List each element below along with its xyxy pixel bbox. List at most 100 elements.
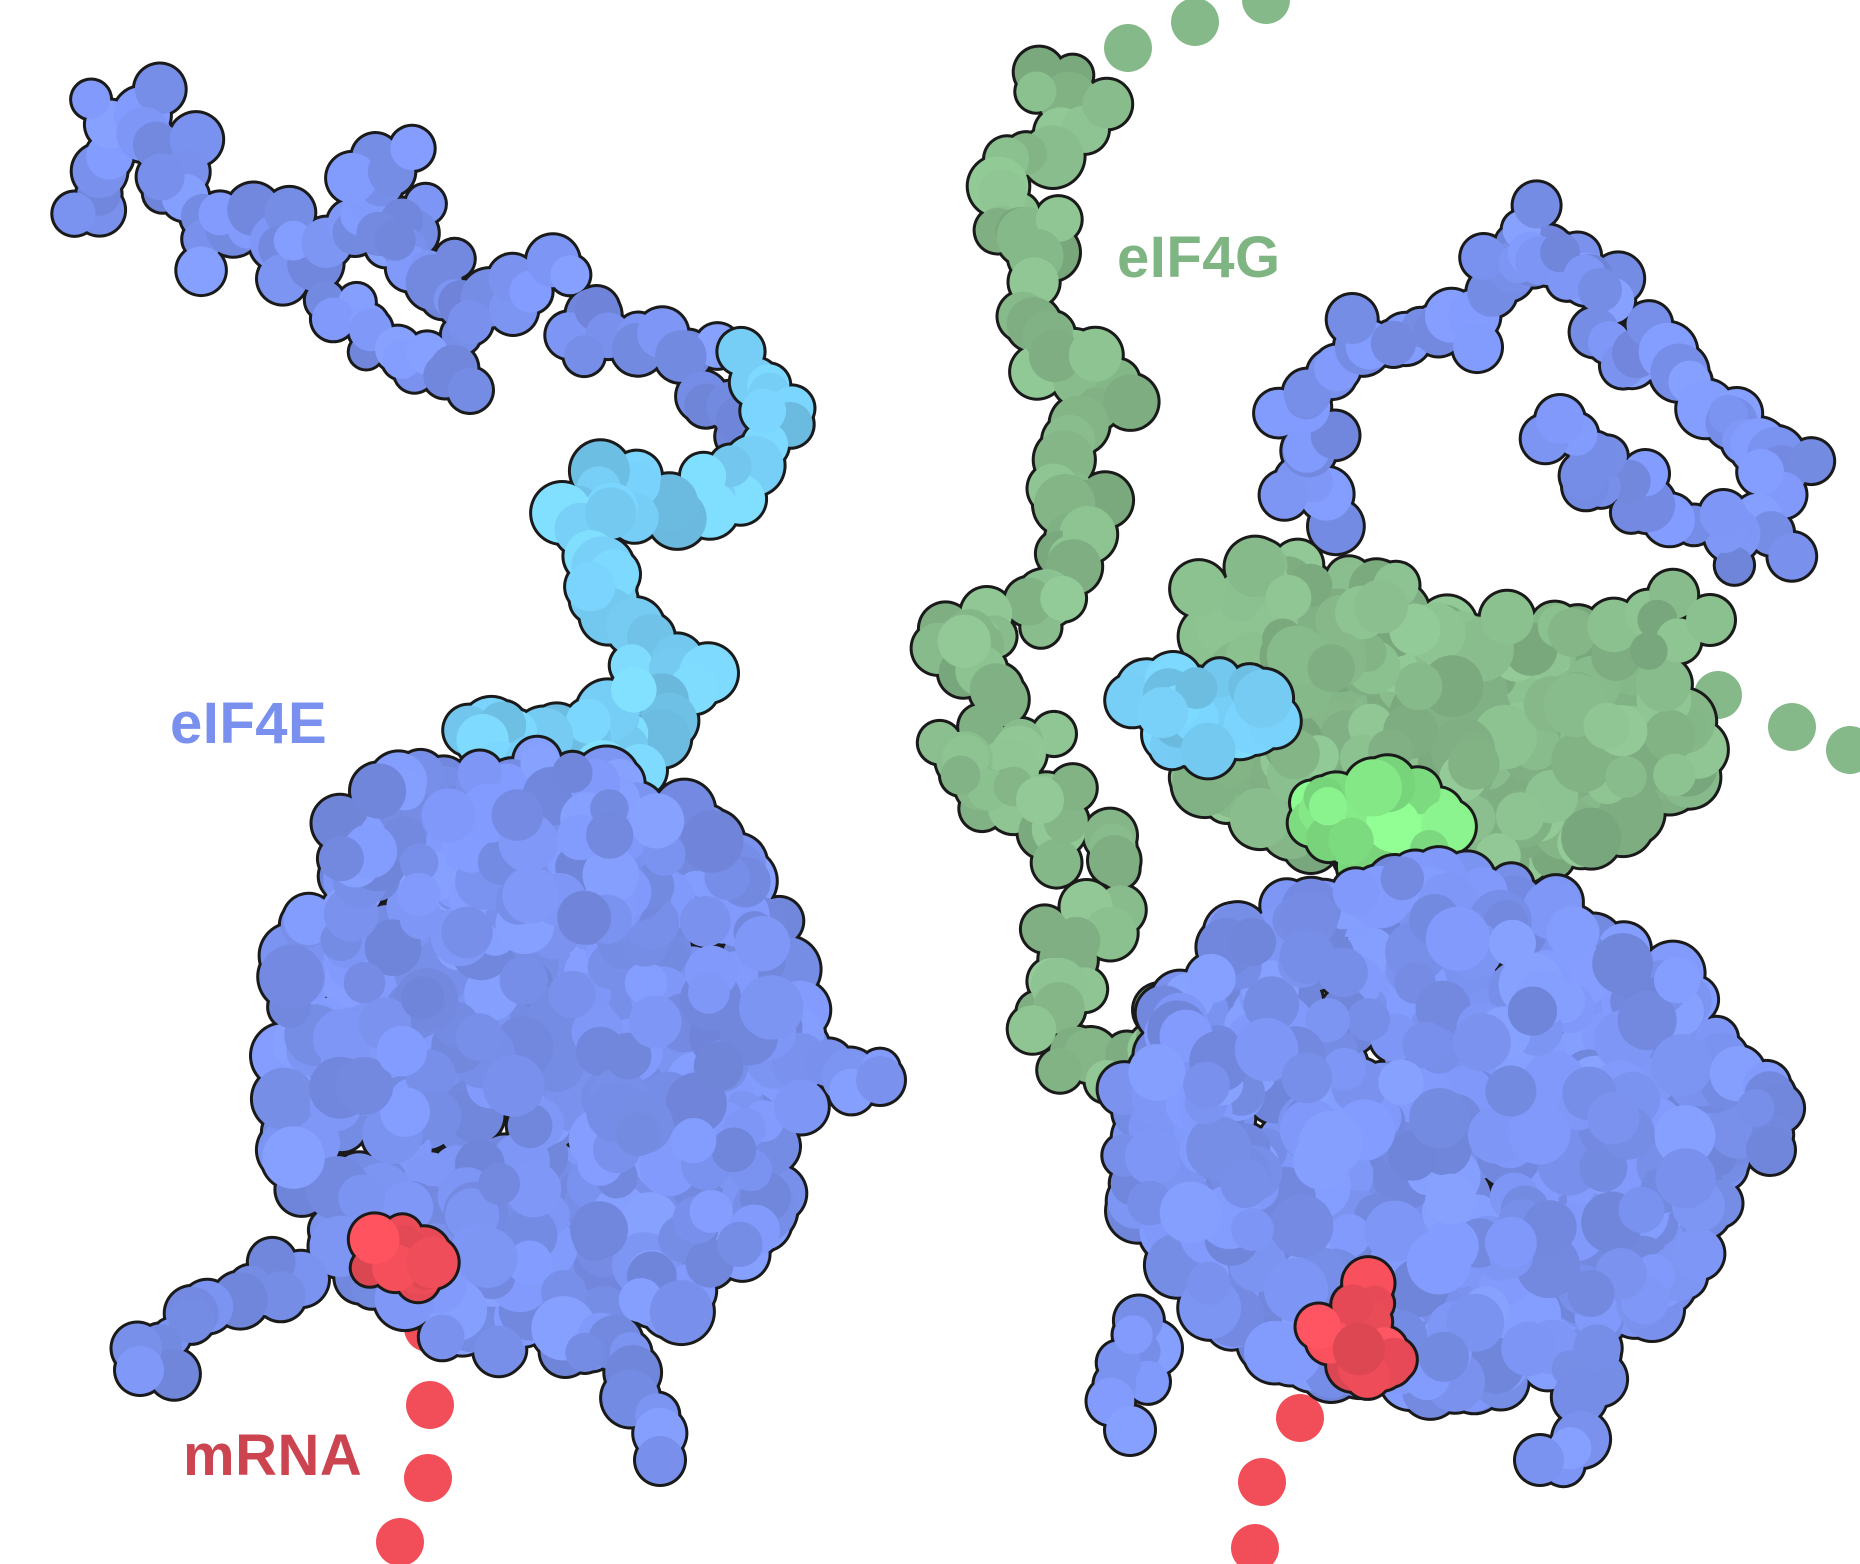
eif4e-atom-atom (1485, 1216, 1537, 1269)
eif4e-atom-atom (1587, 1092, 1640, 1145)
eif4e-atom-atom (1270, 1194, 1334, 1258)
eif4e-tail-atom (1453, 323, 1501, 372)
eif4e-atom-atom (1501, 1321, 1556, 1377)
eif4e-atom-atom (507, 1240, 553, 1286)
eif4e-atom-atom (557, 890, 612, 945)
eif4e-tail-atom (448, 368, 492, 412)
eif4e-binding-atom-atom (566, 698, 611, 744)
eif4e-atom-atom (283, 894, 334, 946)
eif4g-atom-atom (1448, 738, 1500, 790)
eif4g-chain-atom-atom (1068, 328, 1122, 382)
eif4e-binding-atom-atom (1233, 669, 1293, 728)
right-eif4e-tail (1252, 179, 1837, 587)
eif4e-binding-atom-atom (1175, 667, 1218, 710)
right-mrna-cap (1293, 1255, 1419, 1401)
eif4g-binding-segment (1285, 753, 1478, 898)
eif4e-atom-atom (1546, 906, 1600, 960)
mrna-cap-atom-atom (1332, 1284, 1374, 1326)
eif4g-residue (1242, 0, 1290, 24)
eif4e-atom-atom (419, 1314, 465, 1360)
eif4e-atom-atom (774, 1079, 828, 1134)
eif4e-atom-atom (1452, 1013, 1511, 1072)
eif4e-atom-atom (1322, 1047, 1366, 1091)
eif4e-atom-atom (1507, 986, 1558, 1036)
eif4e-atom-atom (1737, 1089, 1775, 1127)
mrna-nucleotide (376, 1518, 424, 1564)
eif4g-atom-atom (1583, 702, 1630, 750)
left-mrna-strand (376, 1304, 454, 1564)
mrna-nucleotide (1276, 1394, 1324, 1442)
eif4e-atom-atom (455, 1013, 504, 1061)
eif4e-atom-atom (624, 962, 668, 1005)
eif4e-atom-atom (615, 1112, 660, 1157)
eif4e-atom-atom (502, 866, 560, 924)
eif4e-atom-atom (1231, 1208, 1274, 1251)
eif4g-atom-atom (1636, 656, 1691, 712)
eif4e-atom-atom (565, 1332, 605, 1372)
eif4e-tail-atom (1768, 532, 1816, 580)
eif4e-atom-atom (1418, 1331, 1469, 1382)
eif4e-atom-atom (1106, 1406, 1154, 1454)
eif4e-atom-atom (259, 944, 324, 1010)
eif4e-atom-atom (1552, 1370, 1607, 1424)
eif4e-atom-atom (351, 763, 407, 819)
eif4g-label: eIF4G (1117, 225, 1281, 290)
eif4g-chain-atom-atom (1089, 835, 1140, 886)
eif4e-tail-atom (1738, 449, 1784, 495)
eif4e-tail-atom (134, 64, 185, 115)
eif4e-tail-atom (1611, 493, 1651, 532)
eif4e-atom-atom (1298, 1110, 1364, 1176)
eif4e-atom-atom (1423, 1218, 1479, 1274)
eif4e-atom-atom (1485, 1065, 1537, 1117)
eif4e-binding-atom-atom (1137, 687, 1189, 738)
eif4e-atom-atom (380, 1087, 430, 1137)
eif4e-tail-atom (1327, 295, 1377, 344)
eif4e-atom-atom (1228, 918, 1277, 966)
eif4e-atom-atom (1655, 1148, 1716, 1209)
eif4g-atom-atom (1354, 579, 1408, 634)
eif4g-atom-atom (1229, 787, 1291, 849)
eif4g-atom-atom (1548, 608, 1597, 657)
eif4e-atom-atom (1671, 1227, 1724, 1280)
eif4e-atom-atom (1516, 1436, 1564, 1484)
eif4e-atom-atom (376, 1025, 428, 1077)
eif4g-atom-atom (1307, 644, 1355, 692)
eif4g-chain-atom-atom (1016, 71, 1057, 112)
eif4e-atom-atom (1446, 1293, 1505, 1352)
eif4e-tail-atom (550, 255, 590, 295)
eif4g-binding-atom-atom (1328, 817, 1374, 864)
eif4e-atom-atom (1187, 1261, 1231, 1306)
eif4e-tail-atom (177, 246, 225, 295)
eif4g-chain-atom-atom (1038, 1048, 1082, 1092)
eif4e-atom-atom (604, 1032, 652, 1080)
eif4e-atom-atom (505, 1161, 562, 1218)
eif4e-atom-atom (313, 1008, 373, 1069)
eif4e-atom-atom (397, 873, 441, 917)
eif4e-tail-atom (1560, 452, 1608, 499)
eif4e-tail-atom (655, 330, 707, 382)
mrna-nucleotide (1238, 1458, 1286, 1506)
eif4e-label: eIF4E (170, 691, 328, 756)
eif4e-atom-atom (1364, 1200, 1426, 1262)
mrna-label: mRNA (183, 1423, 363, 1488)
eif4e-atom-atom (1425, 906, 1491, 971)
eif4g-atom-atom (1265, 575, 1312, 621)
eif4e-atom-atom (421, 788, 476, 843)
eif4e-tail-atom (311, 297, 355, 341)
eif4e-atom-atom (1409, 1088, 1470, 1149)
eif4e-atom-atom (338, 1174, 385, 1222)
eif4e-atom-atom (628, 995, 682, 1049)
eif4g-chain-atom-atom (937, 614, 991, 668)
eif4e-tail-atom (1715, 546, 1754, 584)
eif4e-atom-atom (343, 961, 386, 1004)
eif4e-atom-atom (318, 836, 364, 882)
eif4e-atom-atom (252, 1067, 316, 1131)
eif4e-atom-atom (1159, 1181, 1222, 1244)
eif4e-tail-atom (1260, 471, 1309, 519)
eif4e-tail-atom (390, 126, 434, 171)
eif4e-atom-atom (262, 1126, 325, 1189)
eif4e-tail-atom (1789, 439, 1834, 484)
eif4g-chain-atom-atom (1008, 1005, 1057, 1053)
eif4e-atom-atom (1650, 1034, 1713, 1097)
eif4e-atom-atom (1183, 1061, 1230, 1109)
